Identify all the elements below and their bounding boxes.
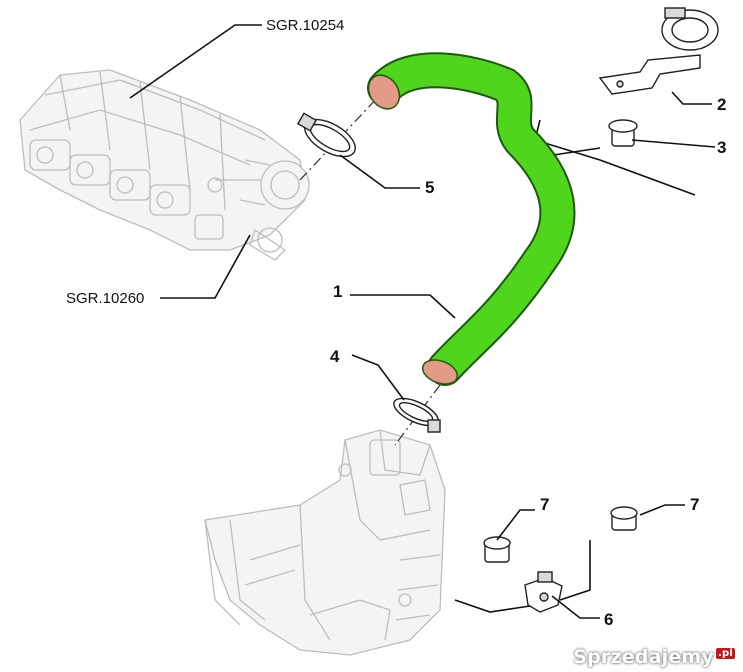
part-7-grommet-right xyxy=(610,506,638,531)
callout-6: 6 xyxy=(604,610,613,629)
part-6-bracket xyxy=(524,571,563,613)
callout-7-left: 7 xyxy=(540,495,549,514)
callout-7-right: 7 xyxy=(690,495,699,514)
watermark-text: Sprzedajemy xyxy=(573,646,714,668)
reference-label-upper: SGR.10254 xyxy=(266,17,344,34)
assembly-axis-lines xyxy=(299,94,441,446)
callout-3: 3 xyxy=(717,138,726,157)
reference-label-lower: SGR.10260 xyxy=(66,290,144,307)
part-4-hose-clamp xyxy=(393,397,441,433)
callout-1: 1 xyxy=(333,282,342,301)
air-box-ghost xyxy=(204,429,446,656)
part-3-grommet xyxy=(608,119,638,147)
callout-4: 4 xyxy=(330,347,340,366)
leader-lines xyxy=(129,24,716,619)
part-7-grommet-left xyxy=(483,536,511,563)
part-2-bracket xyxy=(598,7,719,95)
callout-5: 5 xyxy=(425,178,434,197)
part-1-hose xyxy=(367,52,576,386)
watermark-logo: Sprzedajemy.pl xyxy=(573,646,735,668)
part-5-hose-clamp xyxy=(296,112,356,158)
intake-manifold-ghost xyxy=(19,69,310,261)
watermark-tag: .pl xyxy=(716,647,735,659)
callout-2: 2 xyxy=(717,95,726,114)
